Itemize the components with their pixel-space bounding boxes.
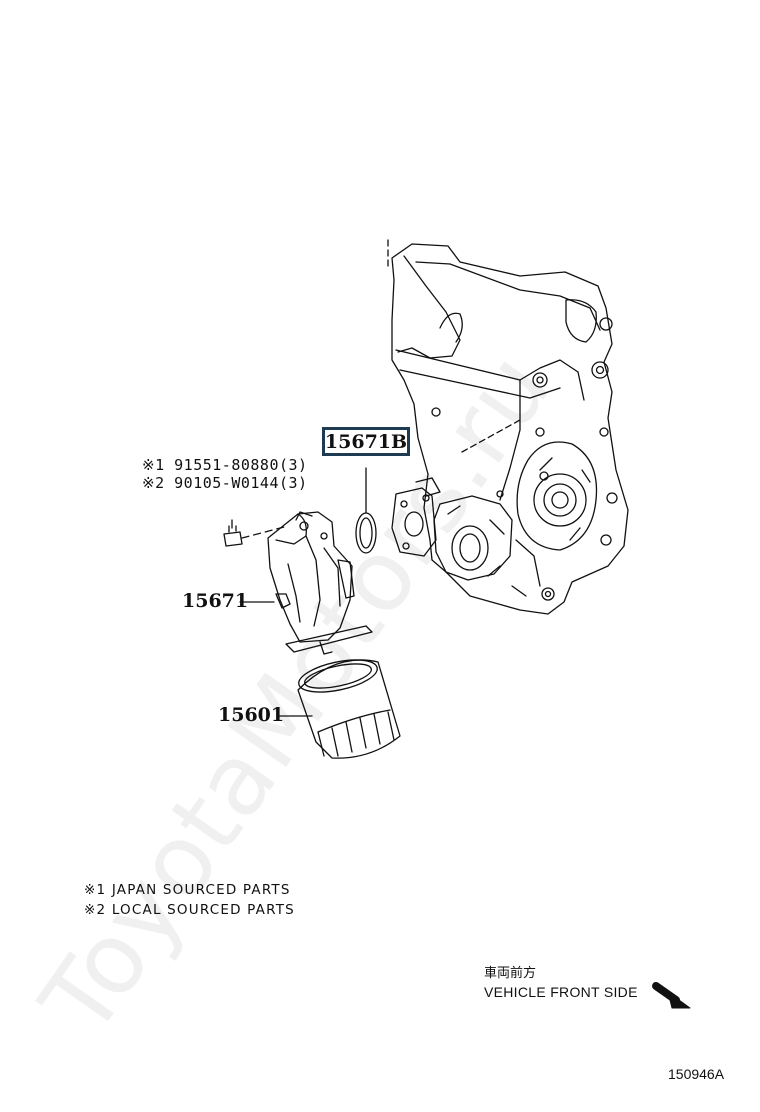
vehicle-front-arrow-icon	[652, 982, 691, 1009]
note-1-text: JAPAN SOURCED PARTS	[111, 882, 291, 898]
oil-filter-illustration	[297, 659, 401, 759]
filter-housing-illustration	[267, 511, 373, 655]
part-label-housing[interactable]: 15671	[182, 590, 249, 612]
note-1-marker: ※1	[84, 882, 107, 898]
note-2: ※2 LOCAL SOURCED PARTS	[84, 902, 295, 918]
bolt-ref-1-number[interactable]: 91551-80880(3)	[174, 456, 308, 474]
vehicle-front-japanese: 車両前方	[484, 966, 537, 981]
highlighted-part-number[interactable]: 15671B	[322, 427, 410, 456]
vehicle-front-english: VEHICLE FRONT SIDE	[484, 984, 638, 1000]
bolt-ref-2-marker: ※2	[142, 474, 165, 492]
bolt-ref-2: ※2 90105-W0144(3)	[142, 474, 308, 492]
note-2-text: LOCAL SOURCED PARTS	[111, 902, 295, 918]
leader-lines	[239, 601, 313, 717]
illustration-code: 150946A	[668, 1066, 725, 1082]
bolt-illustration	[223, 519, 289, 547]
part-label-filter[interactable]: 15601	[218, 704, 285, 726]
bolt-ref-2-number[interactable]: 90105-W0144(3)	[174, 474, 308, 492]
note-1: ※1 JAPAN SOURCED PARTS	[84, 882, 291, 898]
o-ring-illustration	[355, 467, 377, 554]
timing-cover-illustration	[387, 239, 629, 615]
note-2-marker: ※2	[84, 902, 107, 918]
bolt-ref-1: ※1 91551-80880(3)	[142, 456, 308, 474]
bolt-ref-1-marker: ※1	[142, 456, 165, 474]
